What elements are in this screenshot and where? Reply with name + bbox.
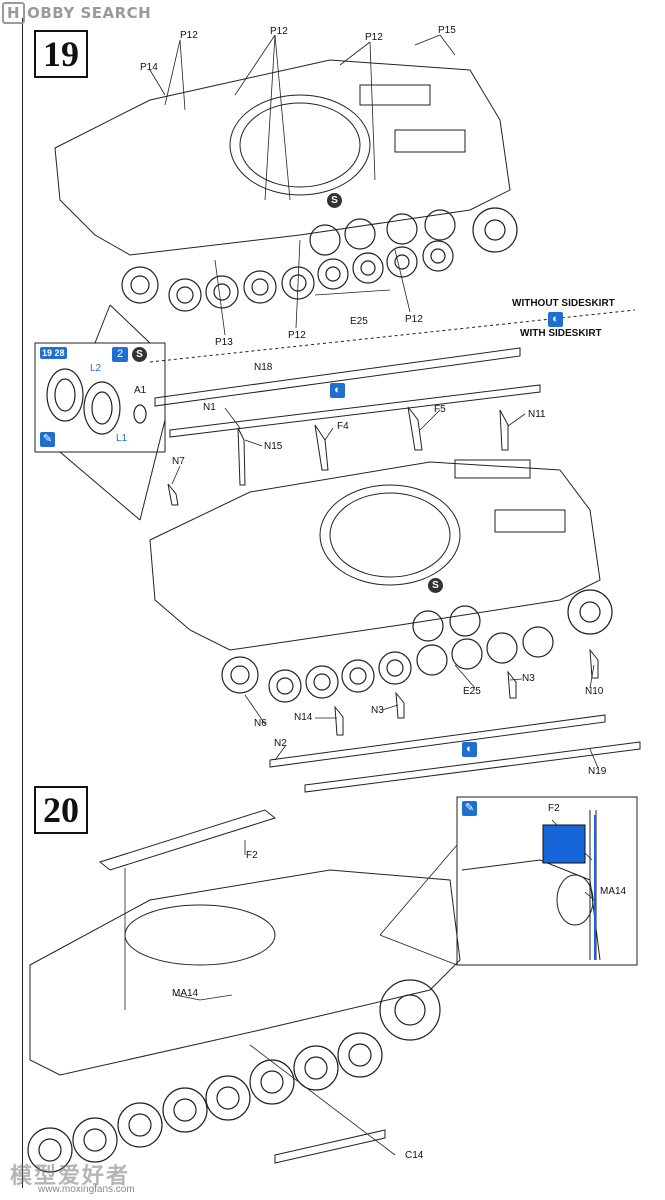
part-f2-highlight — [542, 824, 586, 864]
moxingfans-watermark: 模型爱好者 — [10, 1164, 131, 1189]
label-p12-a: P12 — [180, 30, 198, 41]
label-p14: P14 — [140, 62, 158, 73]
s-icon-lower: S — [428, 578, 443, 593]
label-p12-e: P12 — [405, 314, 423, 325]
glue-icon-step20: ✎ — [462, 801, 477, 816]
inset-ref-badge: 19 28 — [40, 347, 67, 359]
label-n1: N1 — [203, 402, 216, 413]
sideskirt-rail-n2 — [269, 714, 606, 768]
page-rule — [22, 18, 23, 1188]
label-f2-main: F2 — [246, 850, 258, 861]
label-p12-c: P12 — [365, 32, 383, 43]
sideskirt-rail-n18 — [154, 347, 521, 407]
label-a1: A1 — [134, 385, 147, 396]
label-e25-upper: E25 — [350, 316, 368, 327]
turret-ring-upper — [229, 94, 371, 196]
road-wheels-upper — [121, 207, 518, 312]
label-p12-b: P12 — [270, 26, 288, 37]
multiplier-icon: 2 — [112, 347, 128, 362]
label-with-sideskirt: WITH SIDESKIRT — [520, 328, 602, 339]
engine-grilles-upper — [359, 84, 466, 153]
label-c14: C14 — [405, 1150, 424, 1161]
label-n15: N15 — [264, 441, 283, 452]
s-icon-upper: S — [327, 193, 342, 208]
label-p13: P13 — [215, 337, 233, 348]
sideskirt-rail-n19 — [304, 741, 641, 793]
s-icon-inset: S — [132, 347, 147, 362]
label-n18: N18 — [254, 362, 273, 373]
road-wheels-lower — [221, 589, 613, 703]
label-n3-a: N3 — [522, 673, 535, 684]
inset-step20-box — [456, 796, 638, 966]
label-p12-d: P12 — [288, 330, 306, 341]
moxingfans-url: www.moxingfans.com — [38, 1184, 135, 1195]
label-f5: F5 — [434, 404, 446, 415]
label-p15: P15 — [438, 25, 456, 36]
label-n7: N7 — [172, 456, 185, 467]
turret-ring-lower — [319, 484, 461, 586]
part-c14-rail — [274, 1129, 386, 1164]
hull-lower-outline — [149, 461, 601, 651]
skirt-brackets — [167, 406, 599, 736]
road-wheels-step20 — [27, 979, 441, 1173]
step-number-19: 19 — [34, 30, 88, 78]
label-n10: N10 — [585, 686, 604, 697]
label-n2: N2 — [274, 738, 287, 749]
label-e25-lower: E25 — [463, 686, 481, 697]
sideskirt-choice-icon: ◐ — [548, 312, 563, 327]
label-f4: F4 — [337, 421, 349, 432]
label-l1: L1 — [116, 433, 128, 444]
label-n14: N14 — [294, 712, 313, 723]
label-n19: N19 — [588, 766, 607, 777]
inset-wheels — [46, 368, 147, 435]
label-n3-b: N3 — [371, 705, 384, 716]
leader-lines-step19-top — [149, 34, 456, 336]
label-l2: L2 — [90, 363, 102, 374]
step-number-20: 20 — [34, 786, 88, 834]
engine-grilles-lower — [454, 459, 566, 533]
part-f2-bar — [98, 809, 277, 871]
label-f2-inset: F2 — [548, 803, 560, 814]
label-n6: N6 — [254, 718, 267, 729]
leader-lines-step19-bottom — [171, 407, 599, 769]
sideskirt-icon-rail: ◐ — [330, 383, 345, 398]
hull-upper-outline — [54, 59, 511, 256]
hull-step20-outline — [29, 869, 461, 1076]
label-ma14-main: MA14 — [172, 988, 199, 999]
label-n11: N11 — [528, 409, 546, 420]
sideskirt-icon-lower: ◐ — [462, 742, 477, 757]
label-without-sideskirt: WITHOUT SIDESKIRT — [512, 298, 615, 309]
label-ma14-inset: MA14 — [600, 886, 627, 897]
sideskirt-rail-n1 — [169, 384, 541, 438]
inset-callout-box — [34, 342, 166, 453]
glue-icon: ✎ — [40, 432, 55, 447]
